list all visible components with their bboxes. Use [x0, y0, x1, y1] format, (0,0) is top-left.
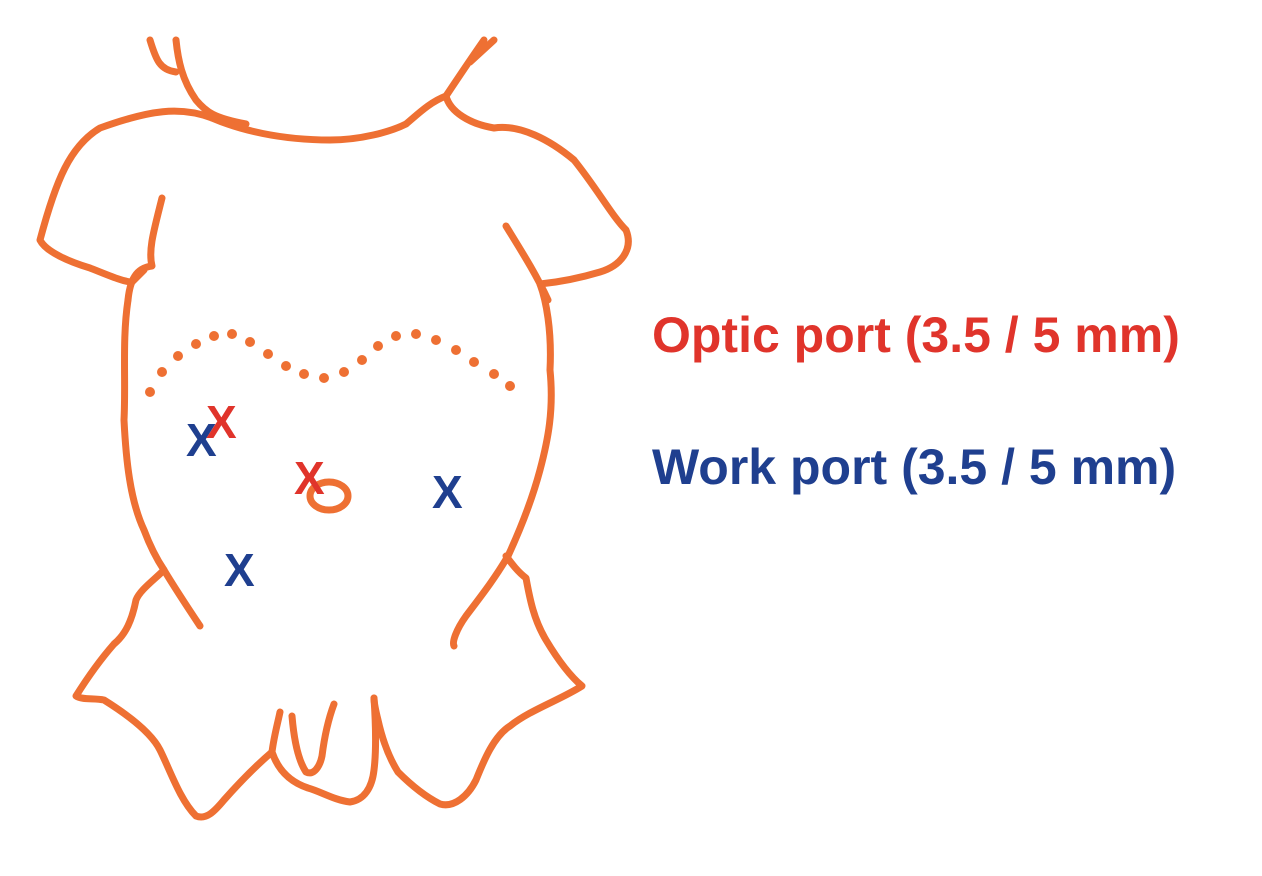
left-arm-cut: [124, 194, 166, 304]
optic-port-mark-navel: X: [294, 452, 325, 504]
dotted-line-dot: [431, 335, 441, 345]
right-torso-side: [450, 280, 555, 650]
tail-outline: [268, 694, 379, 806]
dotted-line-dot: [227, 329, 237, 339]
dotted-line-dot: [319, 373, 329, 383]
dotted-line-dot: [339, 367, 349, 377]
right-leg-flap: [370, 552, 586, 809]
neckline: [208, 92, 632, 288]
left-torso-side: [120, 296, 204, 630]
work-port-mark-left-lower: X: [224, 544, 255, 596]
dotted-line-dot: [263, 349, 273, 359]
dotted-line-dot: [173, 351, 183, 361]
tail-inner: [288, 700, 338, 777]
dotted-line-dot: [299, 369, 309, 379]
port-marks: X X X X X: [186, 396, 463, 596]
dotted-line-dot: [281, 361, 291, 371]
left-neck-strap: [146, 36, 250, 128]
work-port-legend: Work port (3.5 / 5 mm): [652, 439, 1176, 495]
optic-port-mark-left-upper: X: [206, 396, 237, 448]
optic-port-legend: Optic port (3.5 / 5 mm): [652, 307, 1180, 363]
dotted-line-dot: [391, 331, 401, 341]
dotted-line-dot: [209, 331, 219, 341]
dotted-line-dot: [157, 367, 167, 377]
dotted-line-dot: [411, 329, 421, 339]
navel-ring: [306, 478, 352, 514]
dotted-line-dot: [451, 345, 461, 355]
dotted-line-dot: [357, 355, 367, 365]
dotted-line-dot: [191, 339, 201, 349]
dotted-line-dot: [245, 337, 255, 347]
dotted-line-dot: [373, 341, 383, 351]
dotted-line-dot: [489, 369, 499, 379]
work-port-mark-left-upper: X: [186, 414, 217, 466]
legend: Optic port (3.5 / 5 mm) Work port (3.5 /…: [652, 307, 1180, 495]
right-neck-strap: [442, 36, 498, 100]
dotted-line-dot: [145, 387, 155, 397]
dotted-line-dot: [469, 357, 479, 367]
dotted-line-dot: [505, 381, 515, 391]
work-port-mark-right: X: [432, 466, 463, 518]
body-outline: [36, 36, 632, 821]
left-shoulder: [36, 107, 216, 286]
costal-margin-dotted-line: [145, 329, 515, 397]
left-leg-flap: [72, 566, 276, 821]
